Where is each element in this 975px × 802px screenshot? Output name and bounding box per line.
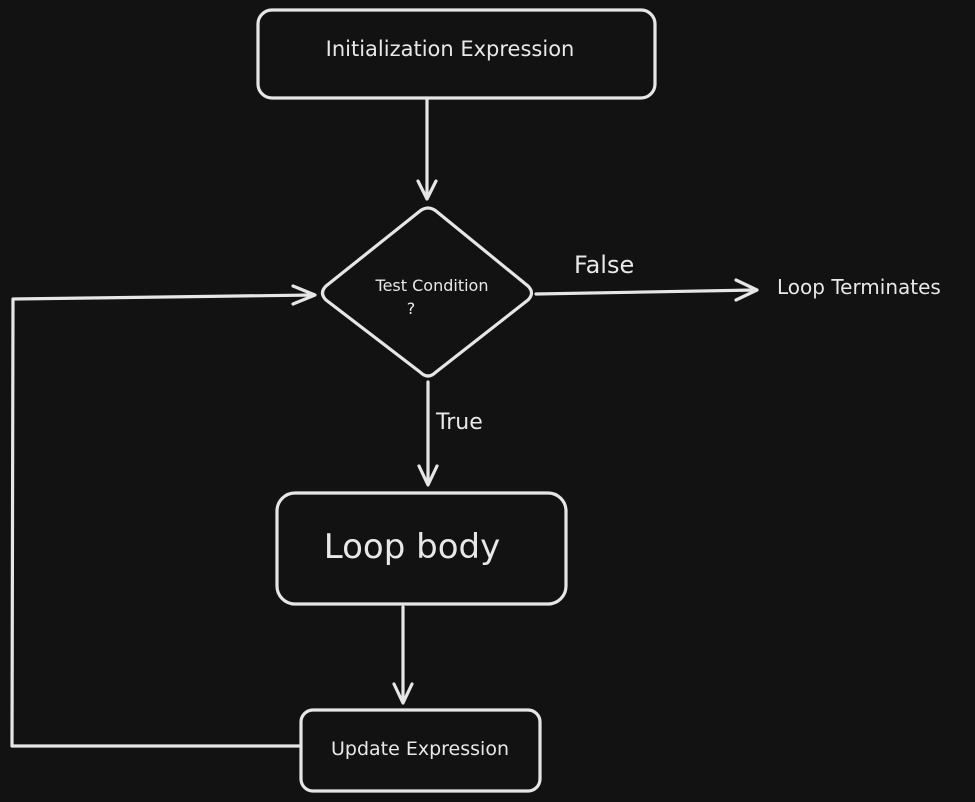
init-label: Initialization Expression bbox=[326, 37, 575, 61]
init-node: Initialization Expression bbox=[256, 8, 657, 100]
condition-diamond bbox=[320, 206, 534, 378]
false-edge-label: False bbox=[574, 251, 634, 279]
init-box bbox=[256, 8, 657, 100]
arrow-condition-to-terminate bbox=[534, 278, 759, 302]
arrow-init-to-condition bbox=[416, 98, 438, 201]
body-box bbox=[275, 491, 568, 606]
update-node: Update Expression bbox=[299, 708, 542, 793]
body-label: Loop body bbox=[324, 527, 500, 567]
true-edge-label: True bbox=[435, 410, 483, 435]
arrow-condition-to-body bbox=[417, 380, 439, 487]
body-node: Loop body bbox=[275, 491, 568, 606]
arrow-update-to-condition bbox=[10, 284, 317, 748]
update-label: Update Expression bbox=[331, 738, 509, 760]
condition-label: Test Condition bbox=[375, 276, 489, 295]
terminate-label: Loop Terminates bbox=[777, 275, 941, 299]
arrow-body-to-update bbox=[392, 605, 414, 705]
update-box bbox=[299, 708, 542, 793]
condition-question-mark: ? bbox=[407, 299, 416, 318]
condition-node: Test Condition ? bbox=[320, 206, 534, 378]
